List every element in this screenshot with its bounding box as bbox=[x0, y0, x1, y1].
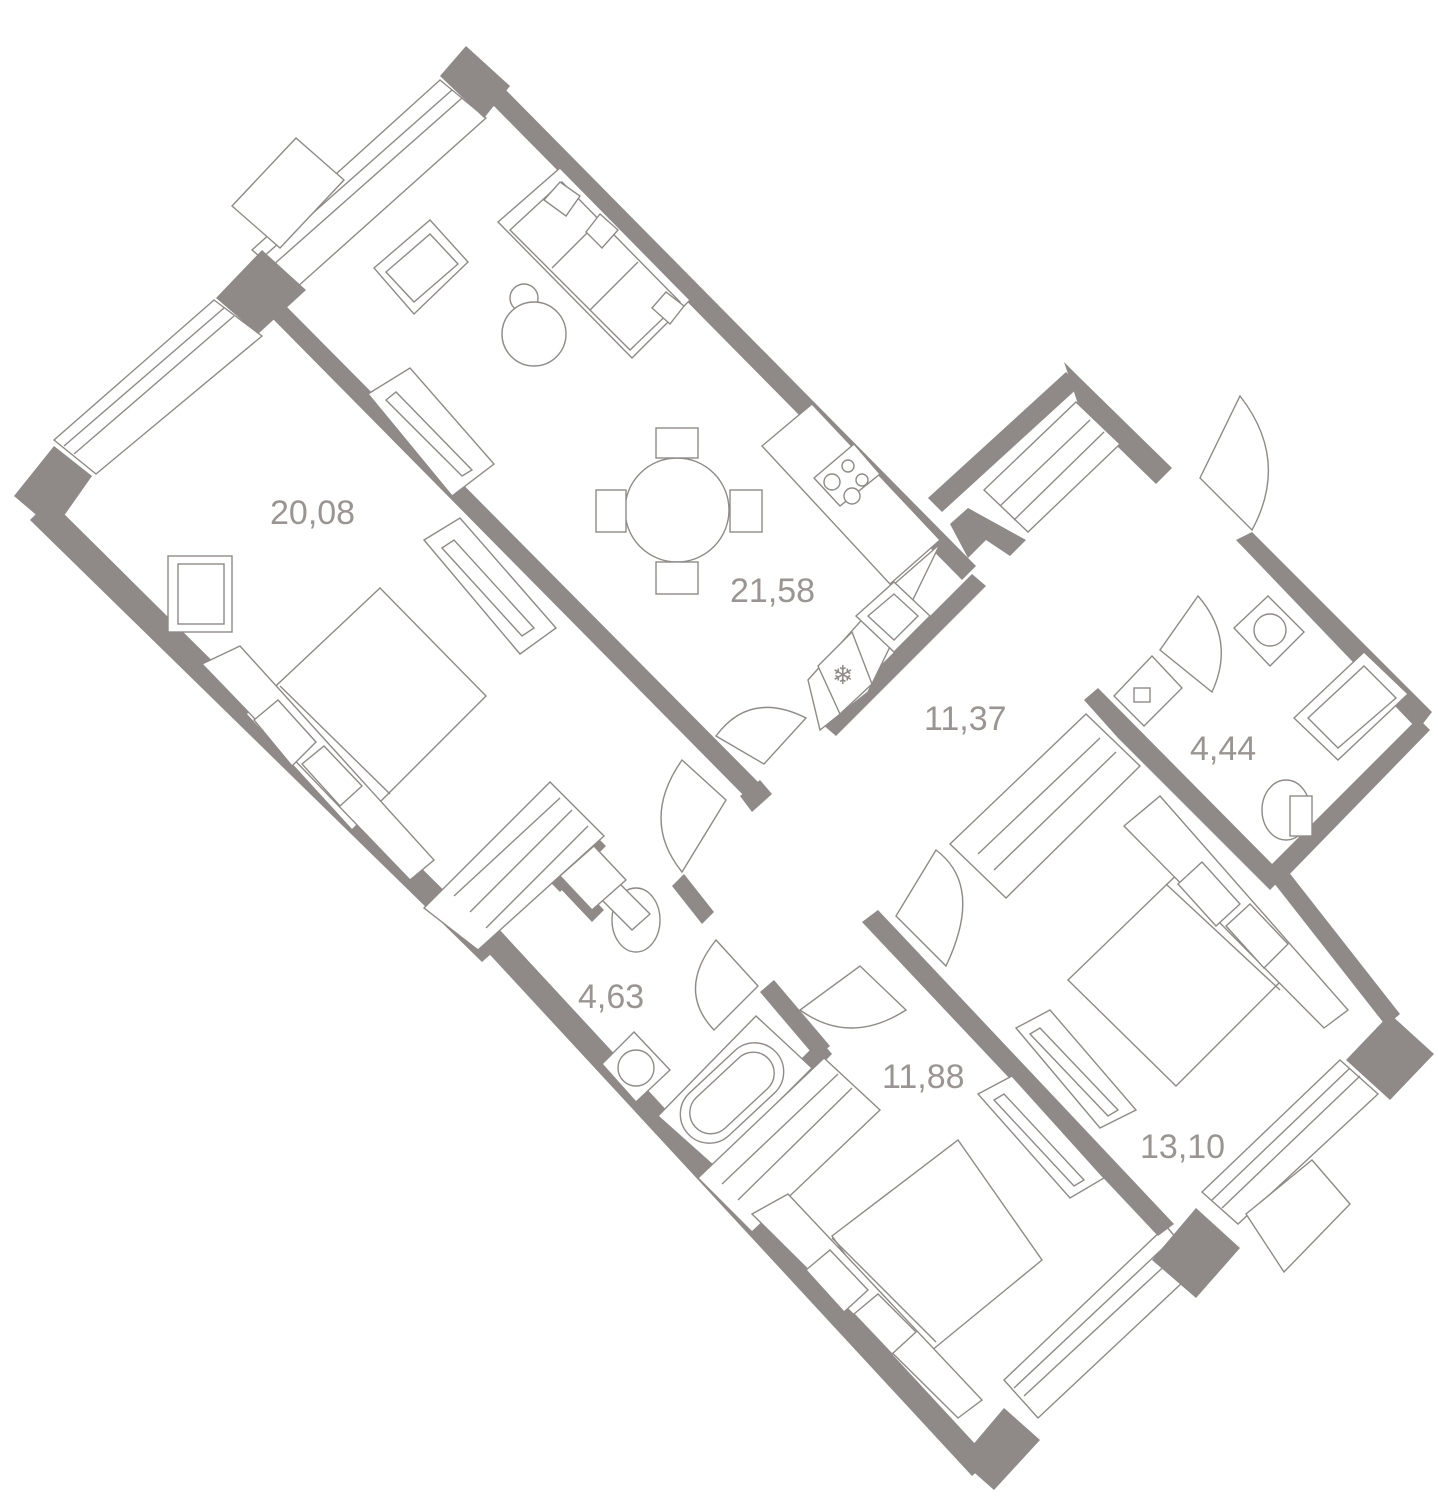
wardrobe-icon bbox=[982, 401, 1122, 533]
washing-machine-icon bbox=[1113, 654, 1183, 727]
stove-icon bbox=[812, 443, 882, 507]
tv-icon bbox=[366, 367, 496, 497]
bottom-bedroom-furniture bbox=[696, 1057, 1106, 1419]
bed-icon bbox=[750, 1139, 1043, 1419]
room-area-bedroom-left: 20,08 bbox=[270, 494, 355, 532]
right-bedroom-furniture bbox=[948, 713, 1350, 1129]
wardrobe-icon bbox=[696, 1057, 882, 1233]
sink-icon bbox=[854, 581, 932, 653]
room-area-bathroom-right: 4,44 bbox=[1190, 730, 1256, 768]
table-icon bbox=[501, 283, 567, 367]
sink-icon bbox=[1233, 595, 1305, 668]
sofa-icon bbox=[496, 167, 691, 359]
sink-icon bbox=[601, 1030, 671, 1104]
fridge-icon: ❄ bbox=[817, 630, 873, 716]
room-labels: 21,58 20,08 11,37 4,44 4,63 11,88 13,10 bbox=[270, 494, 1256, 1166]
tv-icon bbox=[422, 517, 558, 655]
shower-icon bbox=[1292, 651, 1410, 761]
svg-text:❄: ❄ bbox=[832, 661, 854, 691]
door-icon bbox=[714, 706, 808, 765]
door-icon bbox=[1159, 594, 1222, 694]
chair-icon bbox=[595, 489, 627, 533]
tv-icon bbox=[1014, 1009, 1138, 1129]
tv-icon bbox=[976, 1075, 1106, 1199]
room-area-bathroom-left: 4,63 bbox=[578, 978, 644, 1016]
bed-icon bbox=[200, 587, 487, 881]
bed-icon bbox=[1066, 795, 1350, 1087]
table-icon bbox=[595, 427, 763, 595]
wardrobe-icon bbox=[422, 781, 606, 951]
balcony bbox=[230, 137, 346, 249]
doors bbox=[660, 394, 1270, 1032]
room-area-hallway: 11,37 bbox=[924, 700, 1007, 738]
door-icon bbox=[1199, 394, 1270, 532]
chair-icon bbox=[655, 561, 699, 595]
door-icon bbox=[660, 758, 727, 874]
left-bedroom-furniture bbox=[167, 517, 606, 951]
armchair-icon bbox=[167, 555, 233, 633]
chair-icon bbox=[655, 427, 699, 459]
door-icon bbox=[895, 848, 964, 968]
right-bathroom-furniture bbox=[1113, 595, 1410, 841]
toilet-icon bbox=[1261, 779, 1313, 841]
balcony bbox=[1245, 1159, 1351, 1274]
room-area-bedroom-right: 13,10 bbox=[1140, 1128, 1225, 1166]
left-bathroom-furniture bbox=[558, 845, 814, 1167]
chair-icon bbox=[729, 489, 763, 533]
window-icon bbox=[52, 299, 264, 475]
windows bbox=[52, 79, 1380, 1420]
washing-machine-icon bbox=[558, 845, 628, 911]
door-icon bbox=[798, 965, 908, 1029]
living-kitchen-furniture: ❄ bbox=[366, 167, 942, 732]
room-area-bedroom-bottom: 11,88 bbox=[882, 1058, 965, 1096]
wardrobe-icon bbox=[948, 713, 1142, 899]
walls bbox=[14, 46, 1434, 1490]
armchair-icon bbox=[373, 219, 469, 316]
bathtub-icon bbox=[656, 1015, 814, 1167]
door-icon bbox=[694, 938, 759, 1032]
room-area-living-kitchen: 21,58 bbox=[730, 572, 815, 610]
